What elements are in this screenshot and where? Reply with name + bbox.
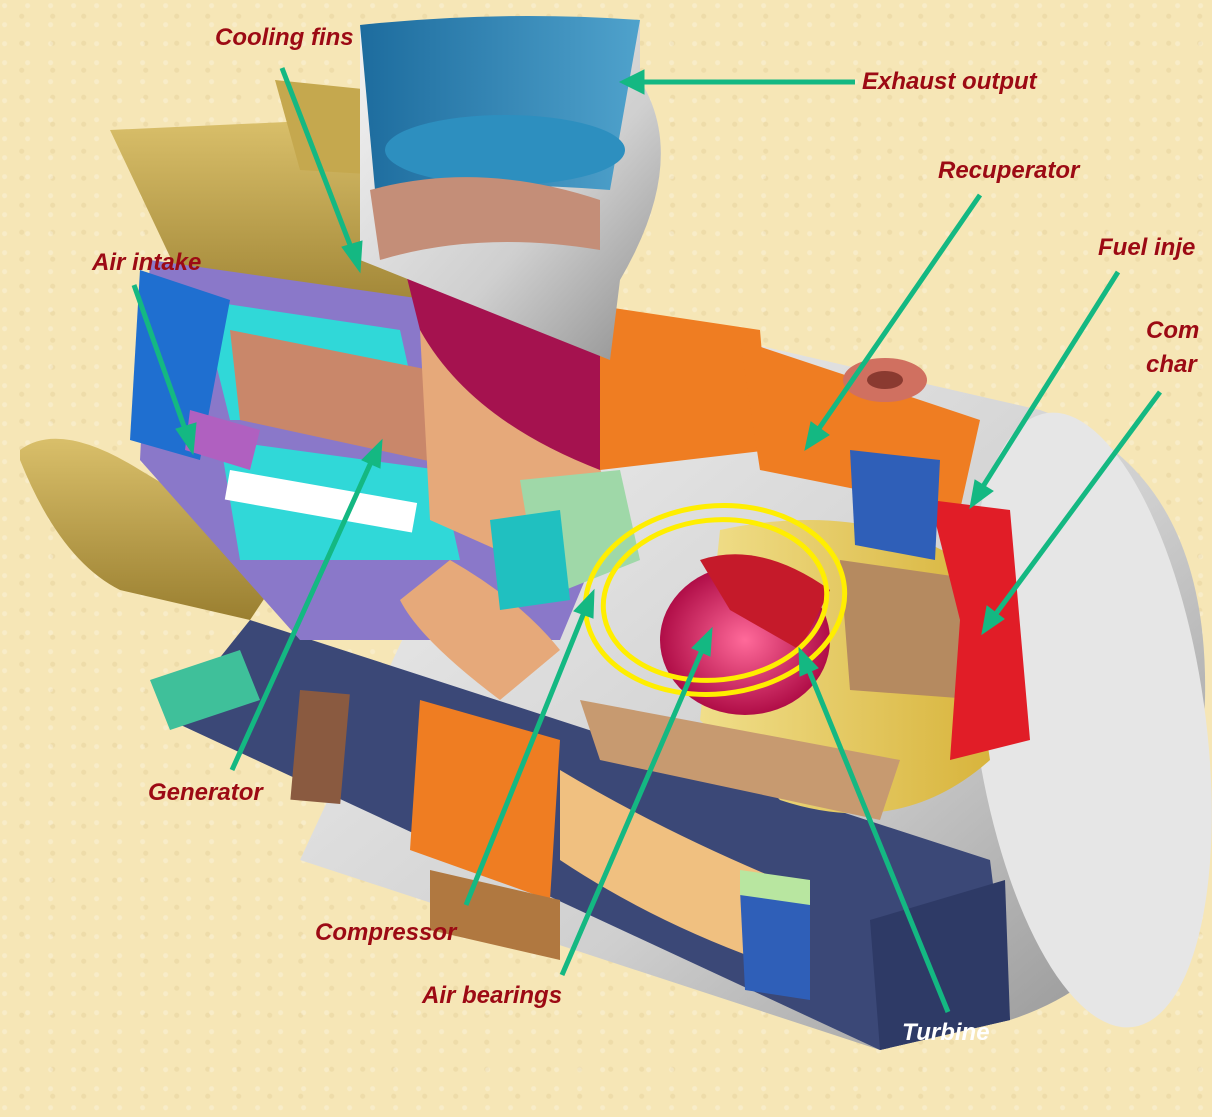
- label-air-bearings: Air bearings: [421, 982, 562, 1009]
- label-combustion-chamber-line1: Com: [1146, 317, 1199, 344]
- label-turbine: Turbine: [902, 1019, 990, 1046]
- label-combustion-chamber-line2: char: [1146, 351, 1198, 378]
- label-compressor: Compressor: [315, 919, 458, 946]
- label-exhaust-output: Exhaust output: [862, 68, 1038, 95]
- label-fuel-injector: Fuel inje: [1098, 234, 1195, 261]
- arrow-exhaust-output: [620, 70, 855, 94]
- label-cooling-fins: Cooling fins: [215, 24, 354, 51]
- label-air-intake: Air intake: [91, 249, 201, 276]
- label-recuperator: Recuperator: [938, 157, 1081, 184]
- label-generator: Generator: [148, 779, 264, 806]
